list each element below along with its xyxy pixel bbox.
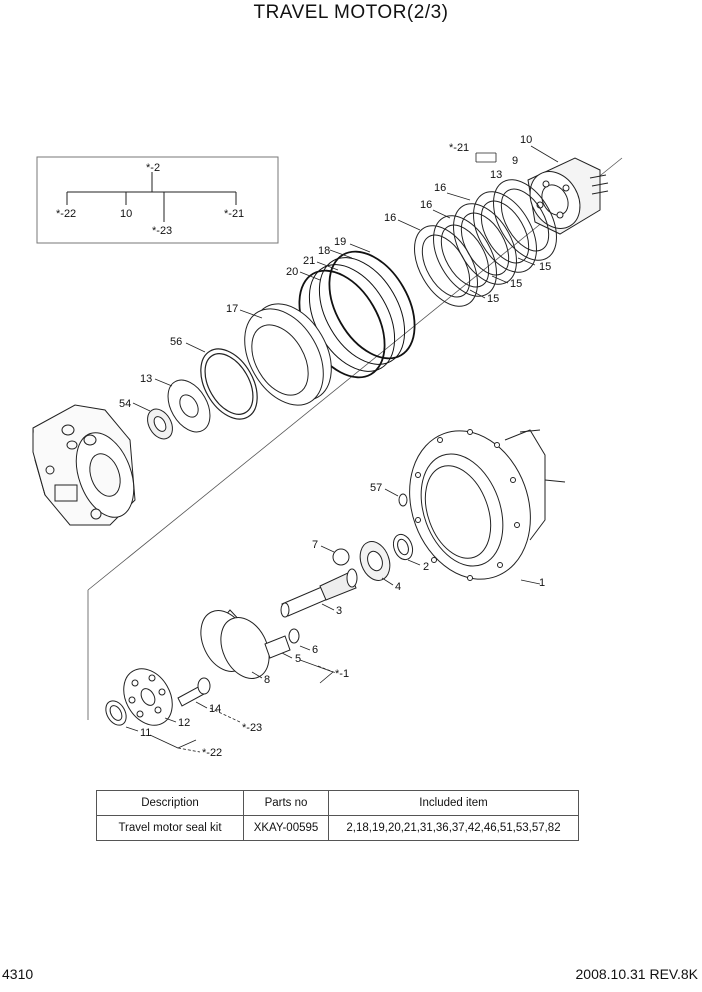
callout-16a: 16 xyxy=(434,182,446,194)
callout-6: 6 xyxy=(312,644,318,656)
header-description: Description xyxy=(96,790,244,816)
part-5-6-collar xyxy=(264,628,300,659)
part-17-piston xyxy=(244,303,332,406)
table-row: Travel motor seal kit XKAY-00595 2,18,19… xyxy=(96,815,579,841)
callout-k23: *-23 xyxy=(242,722,262,734)
callout-56: 56 xyxy=(170,336,182,348)
callout-9: 9 xyxy=(512,155,518,167)
callout-14: 14 xyxy=(209,703,221,715)
part-56-oring xyxy=(200,348,258,420)
callout-4: 4 xyxy=(395,581,401,593)
callout-15a: 15 xyxy=(539,261,551,273)
seal-kit-table: Description Parts no Included item Trave… xyxy=(96,790,579,841)
callout-15c: 15 xyxy=(487,293,499,305)
callout-11: 11 xyxy=(140,727,151,739)
callout-54: 54 xyxy=(119,398,131,410)
callout-16c: 16 xyxy=(384,212,396,224)
callout-13-top: 13 xyxy=(490,169,502,181)
callout-20: 20 xyxy=(286,266,298,278)
callout-3: 3 xyxy=(336,605,342,617)
part-1-housing xyxy=(409,429,566,581)
callout-21: 21 xyxy=(303,255,315,267)
callout-k22: *-22 xyxy=(202,747,222,759)
callout-12: 12 xyxy=(178,717,190,729)
cell-included-item: 2,18,19,20,21,31,36,37,42,46,51,53,57,82 xyxy=(328,815,579,841)
part-3-shaft xyxy=(280,568,358,618)
part-14-piston xyxy=(177,677,211,707)
callout-15b: 15 xyxy=(510,278,522,290)
part-7-ball xyxy=(332,548,350,566)
part-4-bearing xyxy=(359,541,391,581)
callout-labels: *-21 9 10 13 16 16 16 15 15 15 19 18 21 … xyxy=(119,134,551,759)
callout-8: 8 xyxy=(264,674,270,686)
cell-parts-no: XKAY-00595 xyxy=(243,815,329,841)
callout-17: 17 xyxy=(226,303,238,315)
callout-19: 19 xyxy=(334,236,346,248)
part-8-cylinder xyxy=(200,609,270,679)
part-10-cover xyxy=(527,157,609,235)
legend-child-10: 10 xyxy=(120,208,132,220)
part-12-retainer-plate xyxy=(123,668,173,726)
callout-k21: *-21 xyxy=(449,142,469,154)
revision-stamp: 2008.10.31 REV.8K xyxy=(575,966,698,982)
callout-7: 7 xyxy=(312,539,318,551)
callout-5: 5 xyxy=(295,653,301,665)
callout-18: 18 xyxy=(318,245,330,257)
page-number: 4310 xyxy=(2,966,34,982)
table-header-row: Description Parts no Included item xyxy=(96,790,579,816)
callout-57: 57 xyxy=(370,482,382,494)
callout-2: 2 xyxy=(423,561,429,573)
callout-1: 1 xyxy=(539,577,545,589)
part-57-oring xyxy=(398,493,408,507)
leader-lines xyxy=(125,145,559,753)
part-15-16-plate-stack xyxy=(414,179,557,307)
legend-child-22: *-22 xyxy=(56,208,76,220)
callout-k1: *-1 xyxy=(335,668,349,680)
legend-box: *-2 *-22 10 *-23 *-21 xyxy=(36,156,279,244)
header-included-item: Included item xyxy=(328,790,579,816)
legend-child-21: *-21 xyxy=(224,208,244,220)
legend-child-23: *-23 xyxy=(152,225,172,237)
cell-description: Travel motor seal kit xyxy=(96,815,244,841)
part-13-spacer xyxy=(167,379,211,433)
part-rear-casing xyxy=(32,404,136,526)
callout-16b: 16 xyxy=(420,199,432,211)
header-parts-no: Parts no xyxy=(243,790,329,816)
callout-10: 10 xyxy=(520,134,532,146)
part-11-ring xyxy=(105,700,127,726)
part-2-ring xyxy=(392,533,414,561)
legend-root: *-2 xyxy=(146,162,160,174)
part-54-bearing xyxy=(147,408,173,440)
page-title: TRAVEL MOTOR(2/3) xyxy=(253,2,449,23)
callout-13-mid: 13 xyxy=(140,373,152,385)
